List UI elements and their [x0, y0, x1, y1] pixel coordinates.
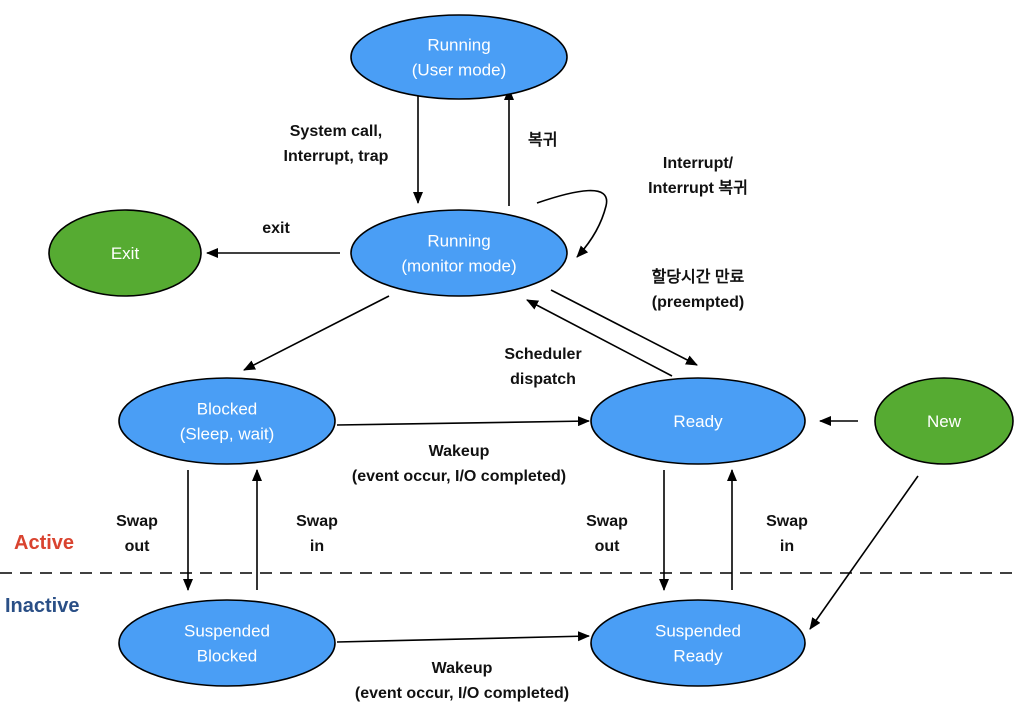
- arrow-monitor-to-ready: [550, 289, 698, 366]
- edge-label-line: Swap: [296, 513, 338, 530]
- edge-label-line: in: [310, 538, 324, 555]
- node-shape: [590, 599, 806, 687]
- edge-label-line: Wakeup: [432, 660, 493, 677]
- node-label-line: Exit: [111, 244, 140, 263]
- node-label-line: Suspended: [655, 622, 741, 641]
- node-label-line: Ready: [673, 412, 723, 431]
- arrow-monitor-self-loop: [536, 189, 608, 258]
- node-label-line: (monitor mode): [401, 257, 516, 276]
- state-node-running-monitor: Running (monitor mode): [350, 209, 568, 297]
- node-shape: [350, 209, 568, 297]
- arrow-new-to-suspended-ready: [809, 475, 919, 630]
- zone-label-inactive: Inactive: [5, 595, 79, 617]
- edge-label-line: Swap: [116, 513, 158, 530]
- edge-label-line: System call,: [290, 123, 383, 140]
- state-node-running-user: Running (User mode): [350, 14, 568, 100]
- edge-label-swap-out-blocked: Swap out: [116, 513, 158, 555]
- edge-label-line: (event occur, I/O completed): [355, 685, 569, 702]
- edge-label-line: 복귀: [528, 131, 557, 149]
- arrow-monitor-to-blocked: [243, 295, 390, 371]
- edge-label-line: Wakeup: [429, 443, 490, 460]
- node-shape: [590, 377, 806, 465]
- edge-label-scheduler: Scheduler dispatch: [504, 346, 581, 388]
- edge-label-line: dispatch: [510, 371, 576, 388]
- transition-arrows: [183, 88, 919, 643]
- node-shape: [118, 599, 336, 687]
- arrow-ready-to-monitor: [526, 299, 673, 377]
- edge-label-line: Scheduler: [504, 346, 581, 363]
- node-label-line: Blocked: [197, 400, 257, 419]
- edge-label-swap-out-ready: Swap out: [586, 513, 628, 555]
- edge-label-wakeup-inactive: Wakeup (event occur, I/O completed): [355, 660, 569, 702]
- edge-label-line: Interrupt, trap: [284, 148, 389, 165]
- node-shape: [118, 377, 336, 465]
- zone-label-active: Active: [14, 532, 74, 554]
- state-node-new: New: [874, 377, 1014, 465]
- edge-label-swap-in-blocked: Swap in: [296, 513, 338, 555]
- edge-label-line: (event occur, I/O completed): [352, 468, 566, 485]
- edge-label-wakeup-active: Wakeup (event occur, I/O completed): [352, 443, 566, 485]
- edge-label-swap-in-ready: Swap in: [766, 513, 808, 555]
- edge-label-line: in: [780, 538, 794, 555]
- edge-label-line: Interrupt/: [663, 155, 734, 172]
- edge-label-line: (preempted): [652, 294, 744, 311]
- state-node-blocked: Blocked (Sleep, wait): [118, 377, 336, 465]
- edge-label-line: out: [595, 538, 621, 555]
- node-label-line: Running: [427, 232, 490, 251]
- state-node-ready: Ready: [590, 377, 806, 465]
- node-label-line: (Sleep, wait): [180, 425, 274, 444]
- edge-label-line: out: [125, 538, 151, 555]
- node-label-line: New: [927, 412, 962, 431]
- edge-label-return: 복귀: [528, 131, 557, 149]
- node-label-line: Ready: [673, 647, 723, 666]
- edge-label-interrupt: Interrupt/Interrupt 복귀: [648, 155, 748, 197]
- edge-label-line: Swap: [586, 513, 628, 530]
- node-label-line: Suspended: [184, 622, 270, 641]
- node-label-line: Blocked: [197, 647, 257, 666]
- state-node-exit: Exit: [48, 209, 202, 297]
- edge-label-system-call: System call, Interrupt, trap: [284, 123, 389, 165]
- edge-label-preempted: 할당시간 만료 (preempted): [652, 268, 745, 311]
- node-label-line: (User mode): [412, 61, 506, 80]
- node-label-line: Running: [427, 36, 490, 55]
- node-shape: [48, 209, 202, 297]
- node-shape: [350, 14, 568, 100]
- edge-label-line: 할당시간 만료: [652, 268, 745, 286]
- arrow-blocked-to-ready: [336, 416, 590, 427]
- arrow-suspended-blocked-to-suspended-ready: [336, 631, 590, 643]
- edge-label-line: Swap: [766, 513, 808, 530]
- edge-label-exit: exit: [262, 220, 290, 237]
- edge-label-line: Interrupt 복귀: [648, 179, 748, 197]
- node-shape: [874, 377, 1014, 465]
- edge-label-line: exit: [262, 220, 290, 237]
